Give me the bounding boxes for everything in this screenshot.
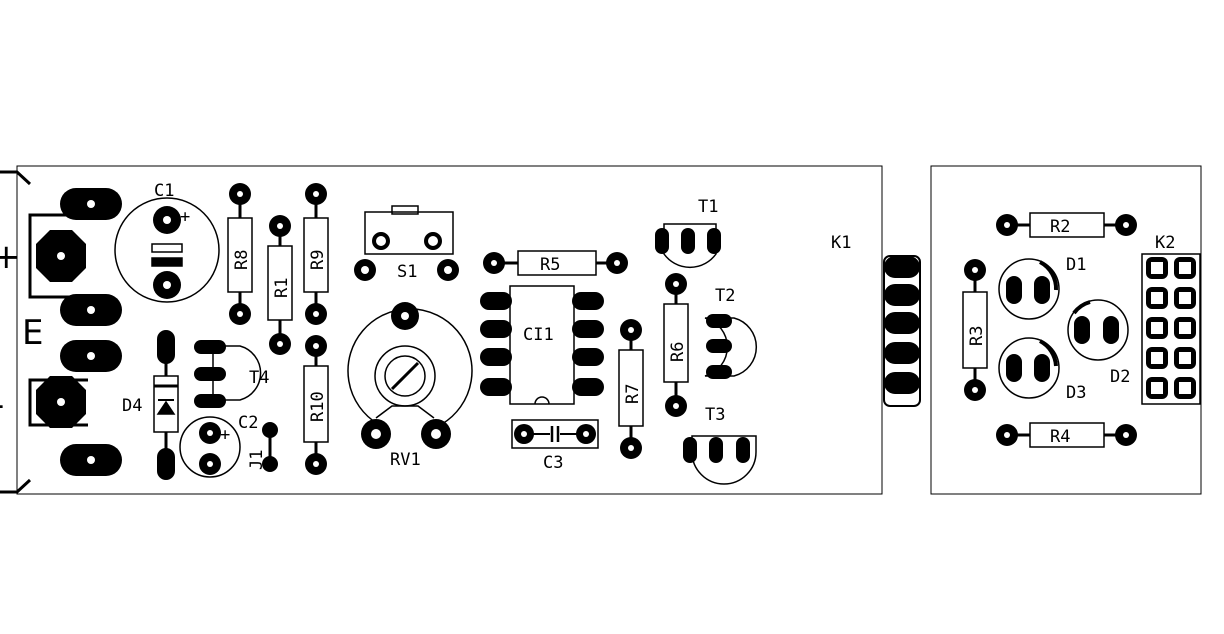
r5-resistor [517,250,597,276]
label-t3: T3 [705,405,725,425]
label-c1: C1 [154,181,174,201]
terminal-minus: - [0,385,4,425]
label-r4: R4 [1050,427,1070,447]
led-board-outline [930,165,1202,495]
t4-transistor [194,340,262,408]
label-r10: R10 [308,391,328,422]
t2-transistor [704,314,758,379]
ci1-pads [480,292,604,396]
r6-resistor [663,303,689,383]
r7-resistor [618,349,644,427]
label-c2: C2 [238,413,258,433]
label-r2: R2 [1050,217,1070,237]
k1-connector [883,255,921,407]
k2-pin-hole [1179,322,1191,334]
k2-pin-hole [1151,382,1163,394]
c2-polarity: + [220,425,230,445]
r3-resistor [962,291,988,369]
c1-capacitor [114,197,220,303]
c1-polarity: + [180,207,190,227]
label-s1: S1 [397,262,417,282]
label-r6: R6 [668,342,688,362]
k2-pin-hole [1179,262,1191,274]
label-d4: D4 [122,396,142,416]
d2-led [1067,299,1129,361]
label-d1: D1 [1066,255,1086,275]
k2-pin-hole [1151,262,1163,274]
label-j1: J1 [247,450,267,470]
k2-pin-hole [1151,292,1163,304]
label-d3: D3 [1066,383,1086,403]
label-r1: R1 [272,278,292,298]
r2-resistor [1029,212,1105,238]
terminal-plus: + [0,237,21,277]
label-d2: D2 [1110,367,1130,387]
d3-led [998,337,1060,399]
main-board-outline [16,165,883,495]
t1-transistor [655,223,721,269]
power-pads [36,188,122,476]
label-r5: R5 [540,255,560,275]
k2-pin-hole [1151,352,1163,364]
label-k2: K2 [1155,233,1175,253]
label-r3: R3 [967,326,987,346]
s1-switch [364,205,454,255]
k2-pin-hole [1179,292,1191,304]
label-ci1: CI1 [523,325,554,345]
terminal-ground: E [22,313,43,353]
label-k1: K1 [831,233,851,253]
pad-holes [57,200,95,464]
k2-pin-hole [1151,322,1163,334]
k2-header [1141,253,1201,405]
label-t1: T1 [698,197,718,217]
label-r9: R9 [308,250,328,270]
label-rv1: RV1 [390,450,421,470]
label-t4: T4 [249,368,269,388]
label-c3: C3 [543,453,563,473]
d1-led [998,258,1060,320]
c2-capacitor [179,416,241,478]
label-t2: T2 [715,286,735,306]
ci1-ic [509,285,575,405]
r4-resistor [1029,422,1105,448]
power-connector-traces [0,170,88,494]
label-r8: R8 [232,250,252,270]
t3-transistor [683,435,757,485]
k2-pin-hole [1179,382,1191,394]
vertical-resistors [227,194,329,462]
label-r7: R7 [623,384,643,404]
k2-pin-hole [1179,352,1191,364]
